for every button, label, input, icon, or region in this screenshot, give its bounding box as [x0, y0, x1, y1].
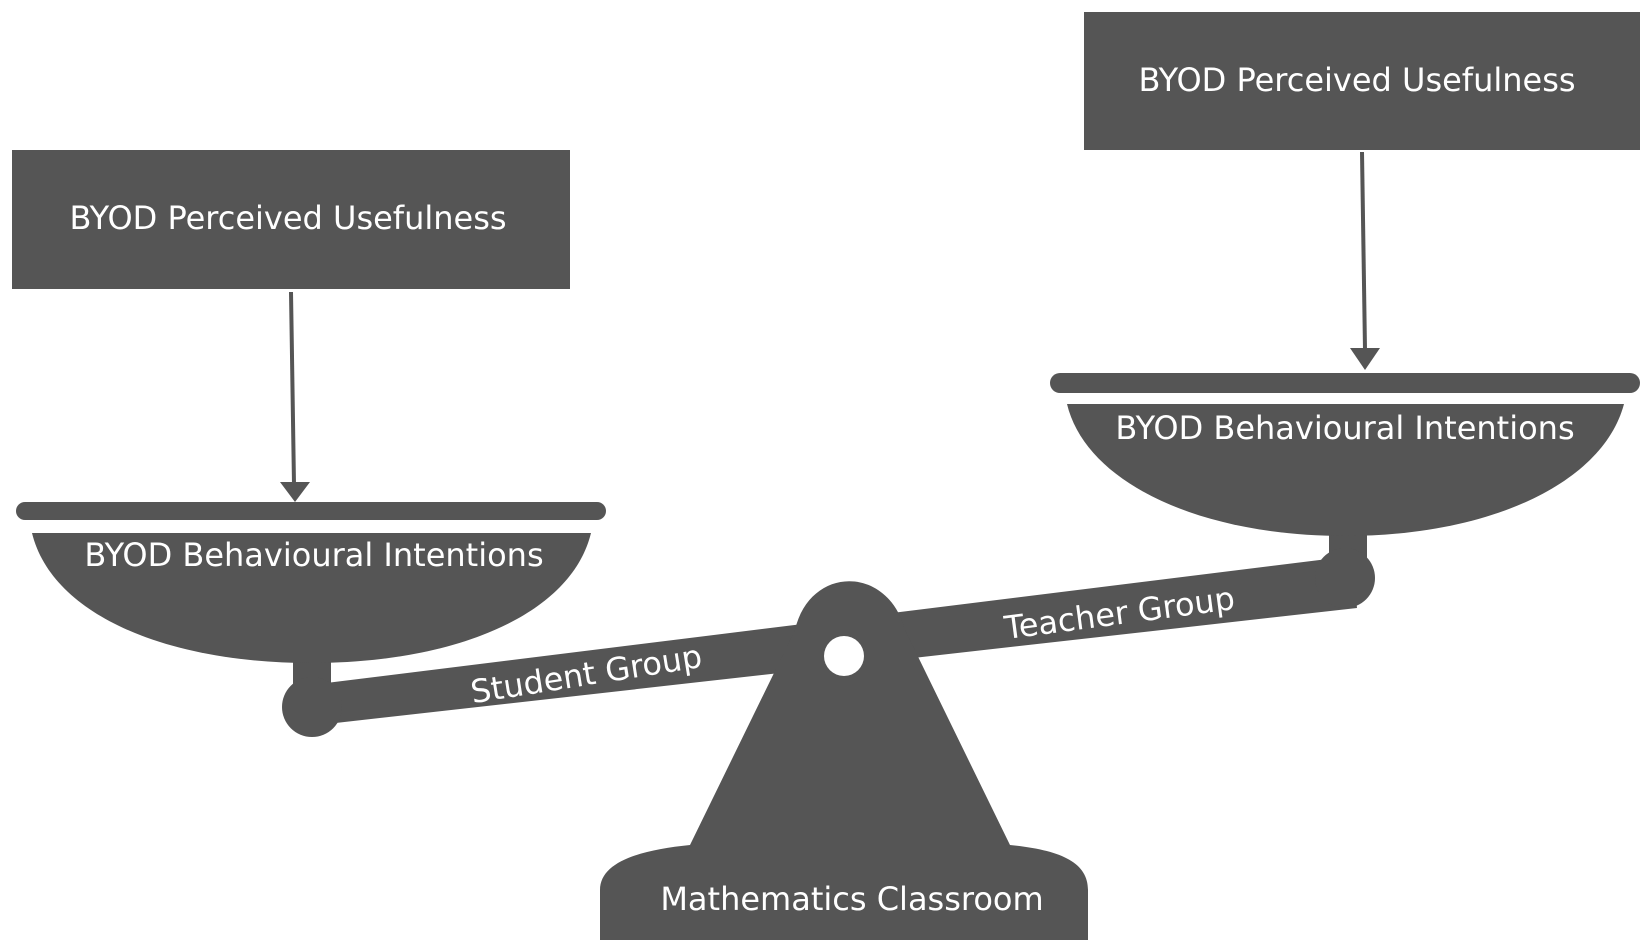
right-arrow — [1350, 151, 1380, 370]
left-pivot — [282, 655, 342, 737]
fulcrum-hole — [824, 636, 864, 676]
left-usefulness-label: BYOD Perceived Usefulness — [69, 199, 506, 237]
fulcrum-stand: Mathematics Classroom — [600, 581, 1088, 940]
right-usefulness-label: BYOD Perceived Usefulness — [1138, 61, 1575, 99]
left-usefulness-box: BYOD Perceived Usefulness — [12, 150, 570, 289]
left-arrow — [280, 291, 310, 502]
right-usefulness-box: BYOD Perceived Usefulness — [1084, 12, 1640, 150]
right-pan-label: BYOD Behavioural Intentions — [1115, 409, 1574, 447]
student-group-label: Student Group — [468, 637, 705, 711]
left-pan: BYOD Behavioural Intentions — [16, 502, 606, 663]
right-pan: BYOD Behavioural Intentions — [1050, 373, 1640, 536]
right-pivot — [1315, 532, 1375, 608]
left-pan-label: BYOD Behavioural Intentions — [84, 536, 543, 574]
base-label: Mathematics Classroom — [660, 880, 1043, 918]
